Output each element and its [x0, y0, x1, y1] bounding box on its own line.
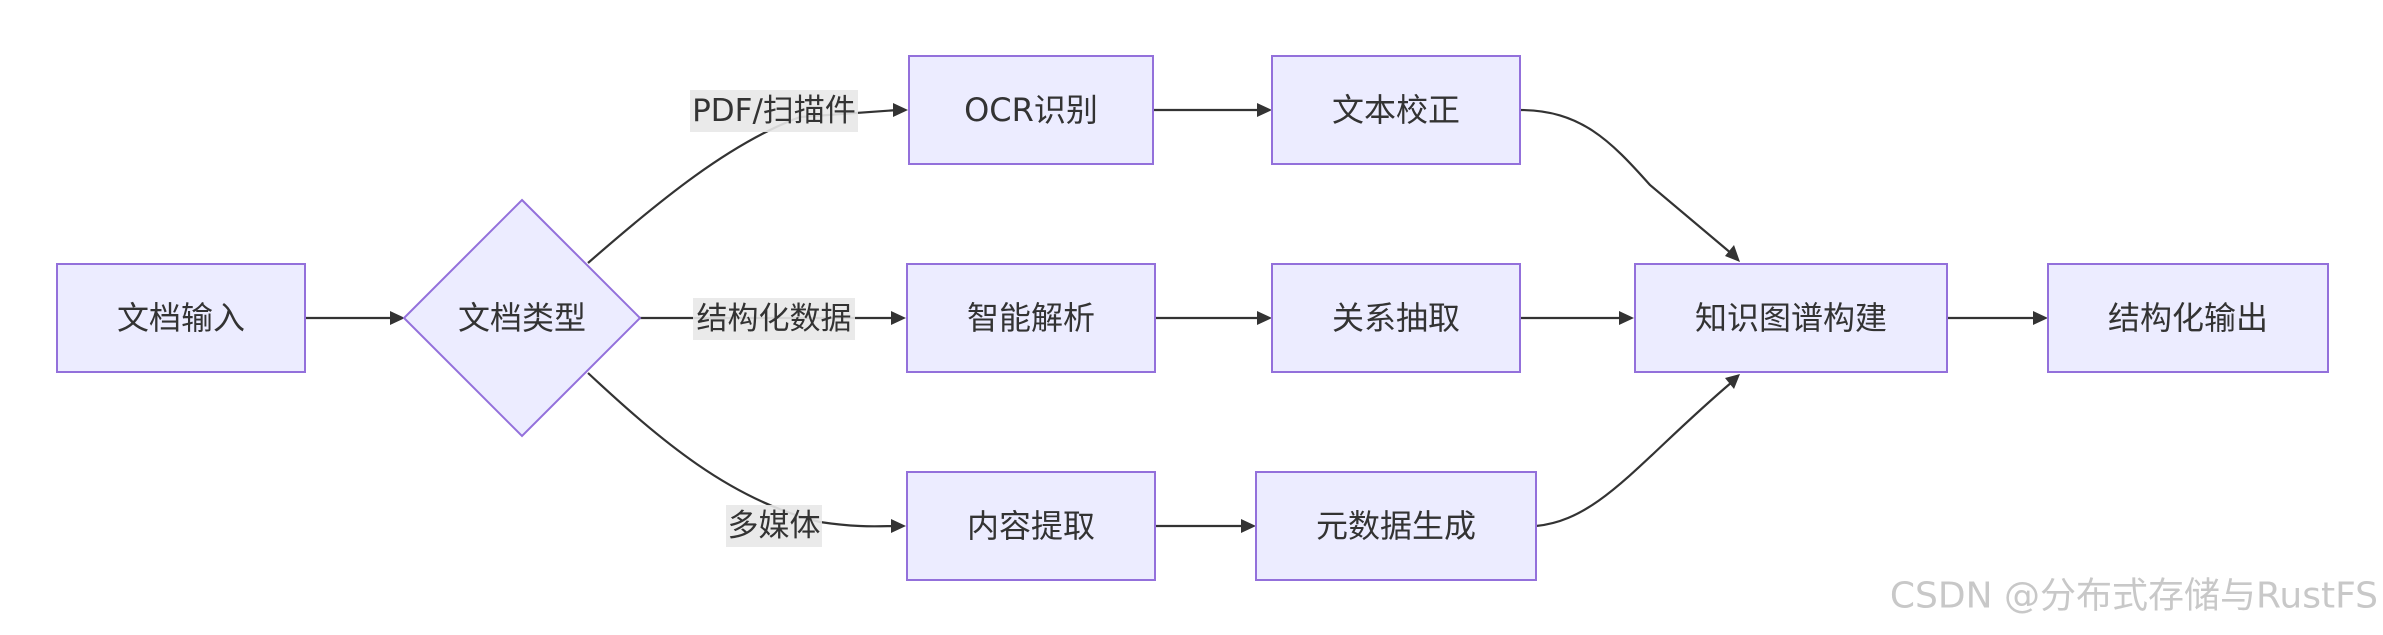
watermark: CSDN @分布式存储与RustFS [1890, 576, 2378, 617]
node-text-correction-label: 文本校正 [1332, 91, 1460, 129]
node-ocr-label: OCR识别 [964, 91, 1098, 129]
node-knowledge-graph-label: 知识图谱构建 [1695, 299, 1887, 337]
node-document-type-label: 文档类型 [458, 299, 586, 337]
node-smart-parse: 智能解析 [906, 263, 1156, 373]
node-document-input: 文档输入 [56, 263, 306, 373]
arrowhead-ocr-to-correct [1257, 103, 1272, 117]
edge-metadata-to-kg [1535, 381, 1733, 528]
node-knowledge-graph: 知识图谱构建 [1634, 263, 1948, 373]
arrowhead-input-to-type [390, 311, 405, 325]
arrowhead-type-to-parse [891, 311, 906, 325]
arrowhead-kg-to-output [2033, 311, 2048, 325]
node-content-extraction-label: 内容提取 [967, 507, 1095, 545]
edge-type-to-content [587, 372, 899, 528]
node-relation-extraction: 关系抽取 [1271, 263, 1521, 373]
node-structured-output-label: 结构化输出 [2108, 299, 2268, 337]
node-document-type: 文档类型 [402, 198, 642, 438]
node-relation-extraction-label: 关系抽取 [1332, 299, 1460, 337]
edge-label-structured: 结构化数据 [697, 301, 852, 337]
edge-correct-to-kg [1519, 108, 1733, 255]
node-ocr: OCR识别 [908, 55, 1154, 165]
edge-label-bg-structured [693, 298, 855, 340]
edge-type-to-ocr [587, 108, 899, 264]
arrowhead-relation-to-kg [1619, 311, 1634, 325]
arrowhead-type-to-content [891, 519, 906, 533]
arrowhead-type-to-ocr [893, 103, 908, 117]
node-document-input-label: 文档输入 [117, 299, 245, 337]
edge-label-pdf: PDF/扫描件 [692, 93, 856, 129]
arrowhead-metadata-to-kg [1725, 374, 1740, 389]
arrowhead-parse-to-relation [1257, 311, 1272, 325]
edge-label-bg-pdf [690, 90, 858, 132]
node-text-correction: 文本校正 [1271, 55, 1521, 165]
edge-label-media: 多媒体 [728, 508, 821, 544]
node-metadata-generation: 元数据生成 [1255, 471, 1537, 581]
node-structured-output: 结构化输出 [2047, 263, 2329, 373]
node-smart-parse-label: 智能解析 [967, 299, 1095, 337]
node-content-extraction: 内容提取 [906, 471, 1156, 581]
arrowhead-correct-to-kg [1725, 245, 1740, 262]
arrowhead-content-to-metadata [1241, 519, 1256, 533]
node-metadata-generation-label: 元数据生成 [1316, 507, 1476, 545]
edge-label-bg-media [726, 505, 822, 547]
